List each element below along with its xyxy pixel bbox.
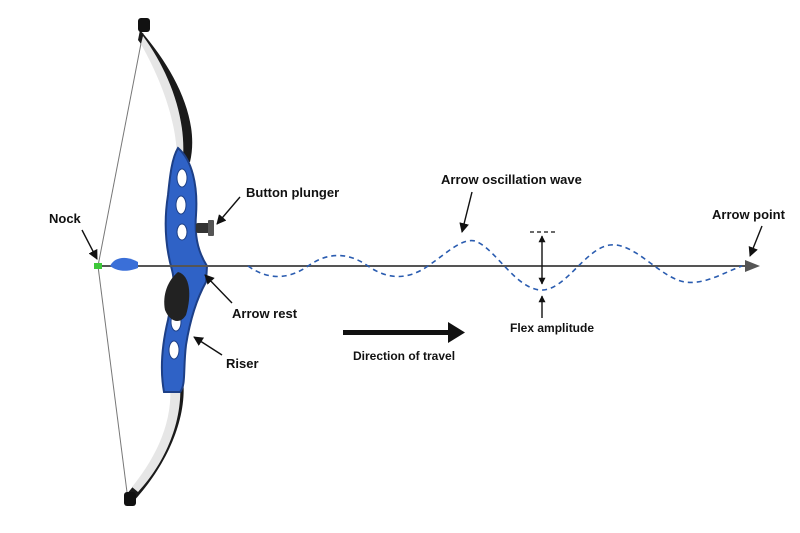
lower-limb [124, 378, 184, 506]
riser [160, 146, 214, 393]
nock-leader [81, 229, 98, 260]
button-plunger-leader [216, 196, 241, 225]
grip [164, 272, 190, 322]
label-oscillation-wave: Arrow oscillation wave [441, 172, 582, 187]
label-flex-amplitude: Flex amplitude [510, 321, 594, 335]
nock-part [94, 263, 102, 269]
direction-arrow-icon [343, 322, 465, 343]
flex-amplitude-indicator [530, 231, 558, 318]
arrow-rest-leader [204, 274, 233, 304]
arrow-point-leader [748, 225, 763, 257]
fletch [110, 257, 138, 266]
arrow [94, 257, 760, 272]
riser-leader [193, 336, 223, 356]
upper-limb [138, 18, 193, 162]
bow-string [97, 32, 144, 501]
label-arrow-point: Arrow point [712, 207, 786, 222]
label-button-plunger: Button plunger [246, 185, 339, 200]
label-arrow-rest: Arrow rest [232, 306, 298, 321]
label-direction-of-travel: Direction of travel [353, 349, 455, 363]
label-nock: Nock [49, 211, 82, 226]
oscillation-wave [247, 239, 743, 291]
label-riser: Riser [226, 356, 259, 371]
oscillation-wave-leader [459, 191, 473, 233]
leader-lines [81, 191, 763, 356]
